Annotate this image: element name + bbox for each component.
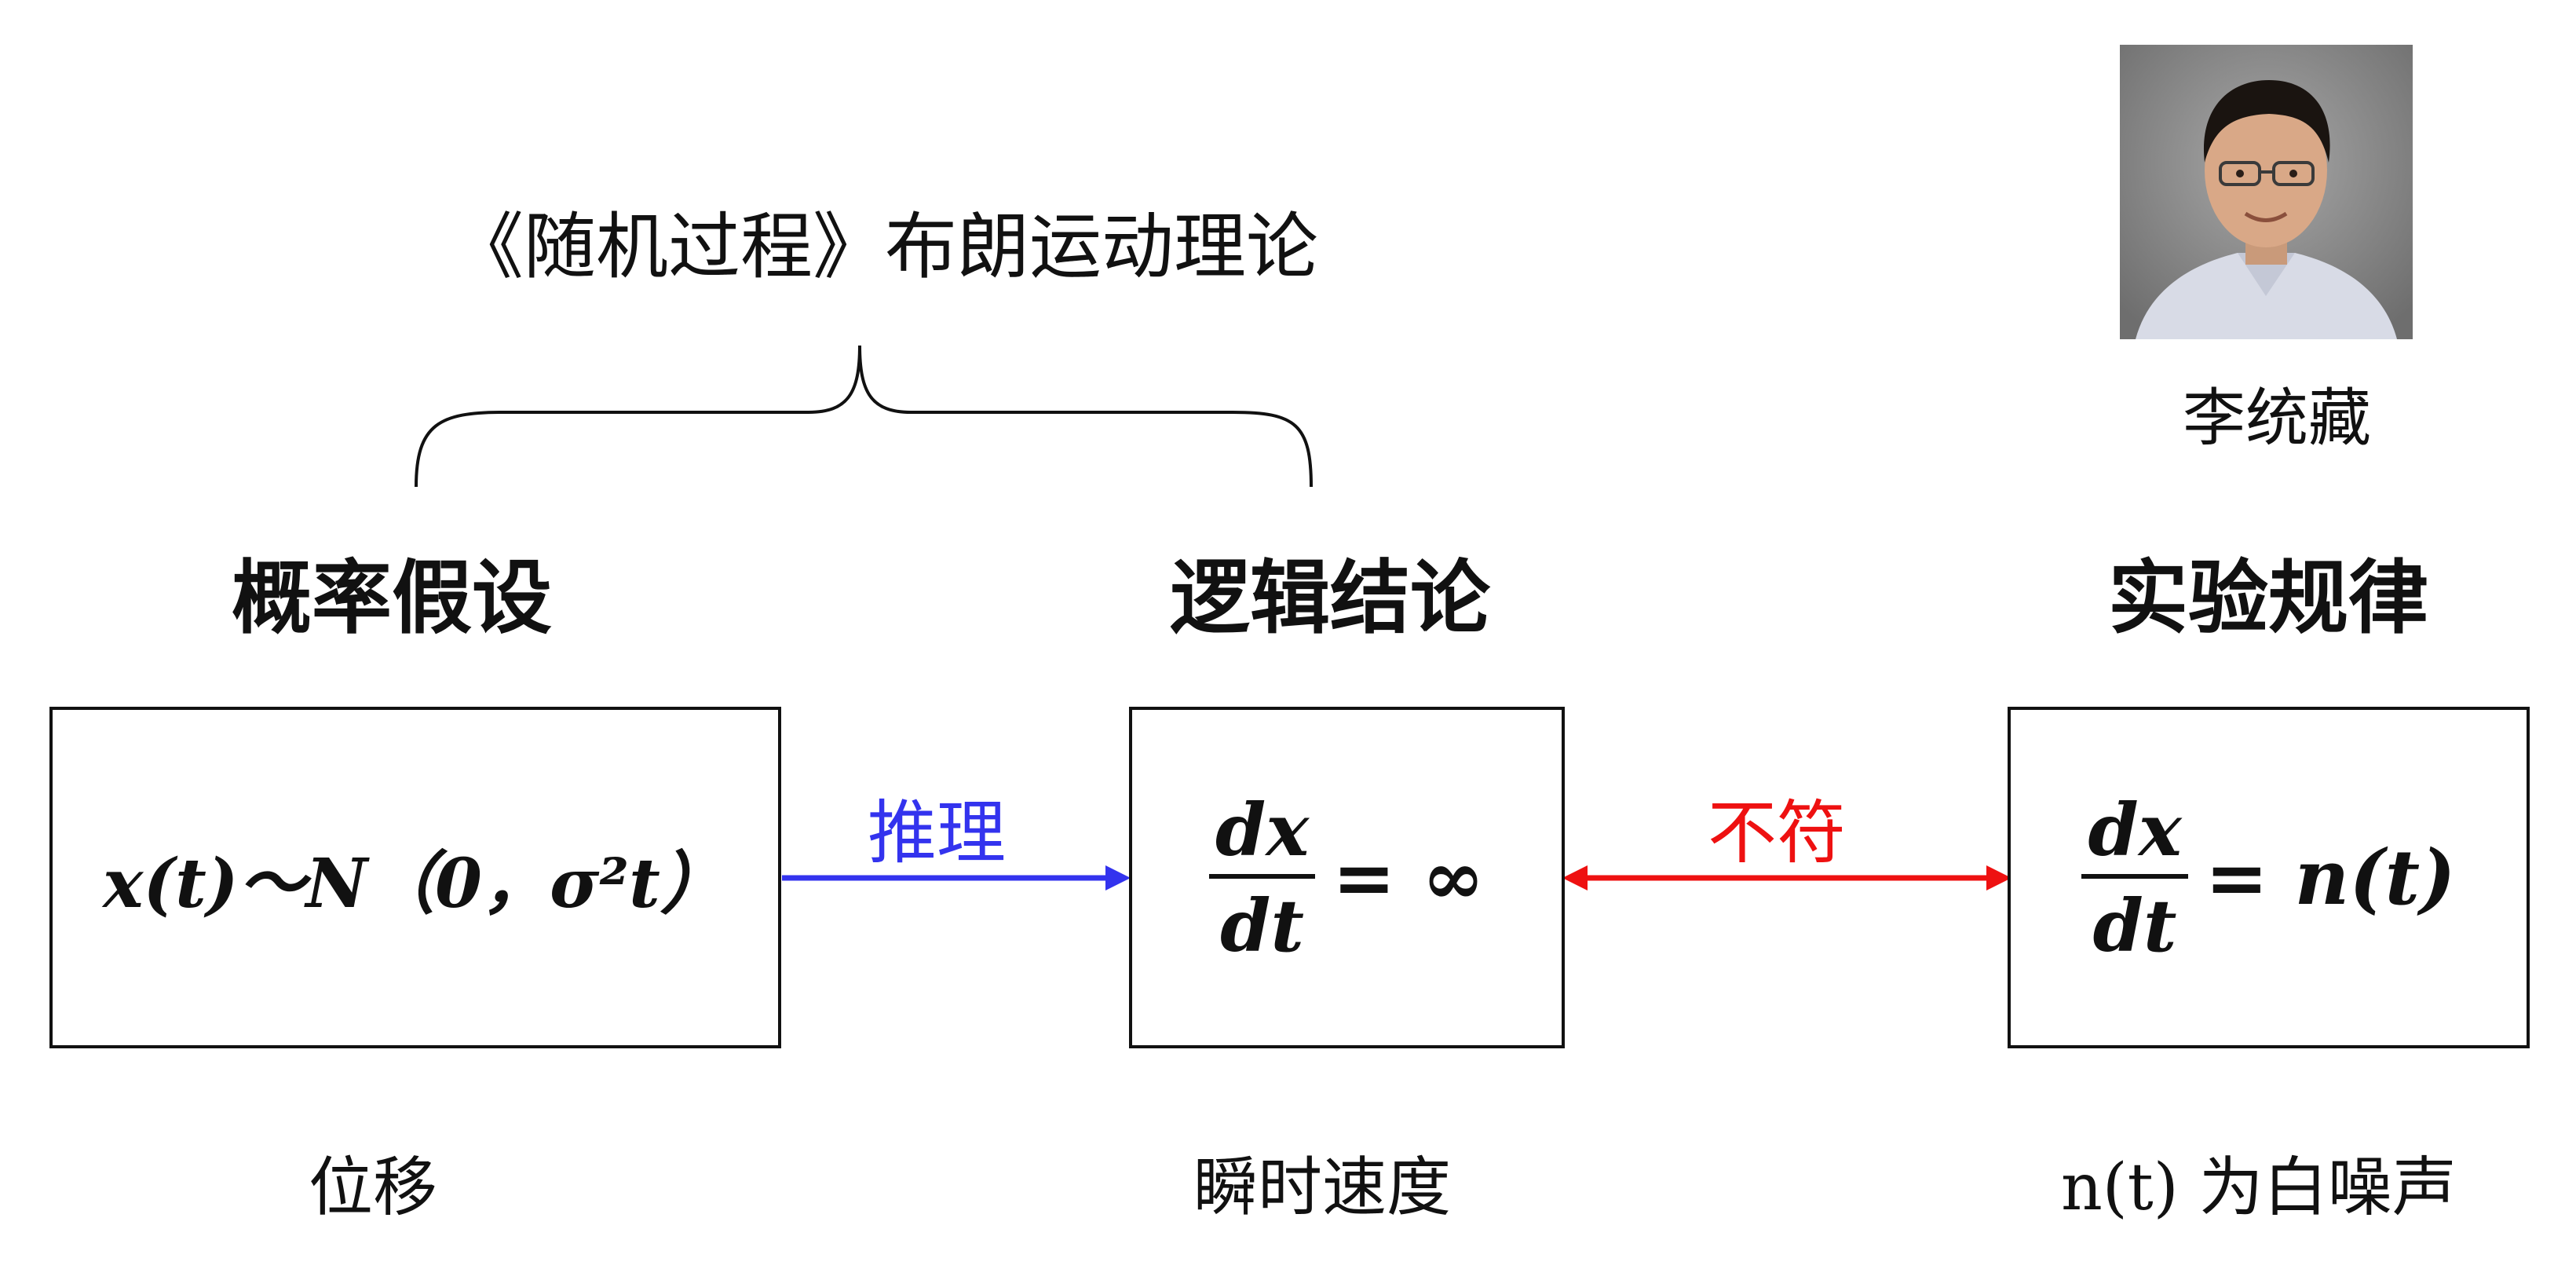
mismatch-arrow-head-right [1986,865,2011,891]
conclusion-fraction-bar [1208,873,1316,879]
experiment-numerator: dx [2088,787,2182,872]
experiment-denominator: dt [2092,883,2177,968]
person-name: 李统藏 [2183,382,2371,455]
conclusion-rhs: = ∞ [1332,833,1485,922]
experiment-rhs: = n(t) [2205,833,2456,922]
experiment-fraction: dx dt [2081,787,2188,968]
assumption-heading: 概率假设 [232,552,552,645]
conclusion-numerator: dx [1215,787,1310,872]
conclusion-caption: 瞬时速度 [1193,1150,1452,1225]
curly-brace-path [415,345,1313,488]
conclusion-box: dx dt = ∞ [1129,707,1565,1048]
experiment-caption: n(t) 为白噪声 [2061,1150,2457,1225]
conclusion-denominator: dt [1220,883,1304,968]
conclusion-formula: dx dt = ∞ [1132,710,1562,1045]
experiment-box: dx dt = n(t) [2008,707,2530,1048]
experiment-fraction-bar [2081,873,2188,879]
portrait-icon [2120,45,2413,339]
conclusion-heading: 逻辑结论 [1170,552,1490,645]
inference-arrow-head [1105,865,1131,891]
assumption-box: x(t)～N（0，σ²t） [49,707,781,1048]
mismatch-label: 不符 [1708,792,1847,873]
brace-title: 《随机过程》布朗运动理论 [451,205,1319,289]
experiment-formula: dx dt = n(t) [2011,710,2527,1045]
conclusion-fraction: dx dt [1208,787,1316,968]
inference-label: 推理 [868,792,1007,873]
mismatch-arrow-head-left [1562,865,1588,891]
assumption-caption: 位移 [309,1150,438,1225]
portrait-photo [2120,45,2413,339]
experiment-heading: 实验规律 [2108,552,2428,645]
assumption-formula: x(t)～N（0，σ²t） [103,844,728,923]
